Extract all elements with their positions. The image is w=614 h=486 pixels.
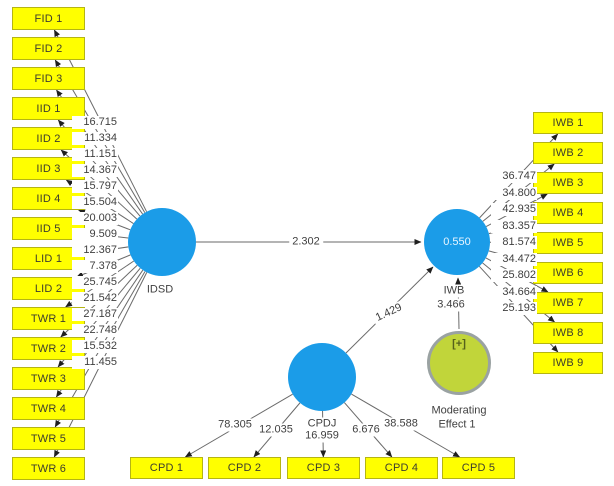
loading-value: 12.367 [72,244,118,257]
indicator-box[interactable]: CPD 4 [365,457,438,479]
indicator-box[interactable]: IWB 7 [533,292,603,314]
indicator-box[interactable]: IID 4 [12,187,85,210]
loading-value: 16.715 [72,116,118,129]
indicator-box[interactable]: TWR 1 [12,307,85,330]
indicator-box[interactable]: IID 2 [12,127,85,150]
loading-value: 27.187 [72,308,118,321]
loading-value: 14.367 [72,164,118,177]
indicator-box[interactable]: IWB 8 [533,322,603,344]
moderator-label-line1: Moderating [431,404,487,417]
indicator-box[interactable]: CPD 1 [130,457,203,479]
loading-value: 11.455 [72,356,118,369]
loading-value: 25.745 [72,276,118,289]
loading-value: 38.588 [383,417,419,431]
loading-value: 20.003 [72,212,118,225]
indicator-box[interactable]: IWB 1 [533,112,603,134]
loading-value: 25.802 [491,269,537,282]
loading-value: 42.935 [491,203,537,216]
construct-label-idsd: IDSD [144,283,176,297]
loading-value: 12.035 [258,423,294,437]
loading-value: 16.959 [304,429,340,443]
construct-label-cpdj: CPDJ [305,417,339,431]
loading-value: 22.748 [72,324,118,337]
loading-value: 15.504 [72,196,118,209]
loading-value: 15.532 [72,340,118,353]
moderator-circle[interactable]: [+] [427,331,491,395]
path-value-moderator-iwb: 3.466 [434,298,468,312]
indicator-box[interactable]: FID 3 [12,67,85,90]
r-squared-value: 0.550 [443,236,471,248]
construct-label-iwb: IWB [441,284,467,298]
indicator-box[interactable]: IWB 3 [533,172,603,194]
indicator-box[interactable]: TWR 3 [12,367,85,390]
loading-value: 15.797 [72,180,118,193]
construct-circle-cpdj[interactable] [288,343,356,411]
construct-circle-idsd[interactable] [128,208,196,276]
loading-value: 11.151 [72,148,118,161]
loading-value: 34.472 [491,252,537,266]
loading-value: 36.747 [491,170,537,183]
loading-value: 6.676 [351,423,381,437]
indicator-box[interactable]: IID 1 [12,97,85,120]
plus-symbol: [+] [452,338,466,350]
loading-value: 21.542 [72,292,118,305]
indicator-box[interactable]: IWB 4 [533,202,603,224]
indicator-box[interactable]: IWB 9 [533,352,603,374]
indicator-box[interactable]: LID 1 [12,247,85,270]
loading-value: 7.378 [72,260,118,273]
indicator-box[interactable]: FID 2 [12,37,85,60]
loading-value: 34.664 [491,285,537,299]
indicator-box[interactable]: IWB 6 [533,262,603,284]
loading-value: 9.509 [72,228,118,241]
loading-value: 83.357 [491,219,537,233]
indicator-box[interactable]: TWR 4 [12,397,85,420]
loading-value: 78.305 [217,418,253,432]
indicator-box[interactable]: FID 1 [12,7,85,30]
moderator-label-line2: Effect 1 [438,418,476,431]
indicator-box[interactable]: CPD 3 [287,457,360,479]
loading-value: 25.193 [491,302,537,315]
construct-circle-iwb[interactable]: 0.550 [424,209,490,275]
loading-value: 34.800 [491,186,537,200]
indicator-box[interactable]: IID 3 [12,157,85,180]
path-value-idsd-iwb: 2.302 [289,235,323,249]
indicator-box[interactable]: IWB 2 [533,142,603,164]
indicator-box[interactable]: TWR 6 [12,457,85,480]
loading-value: 81.574 [491,236,537,249]
indicator-box[interactable]: CPD 5 [442,457,515,479]
loading-value: 11.334 [72,132,118,145]
indicator-box[interactable]: IWB 5 [533,232,603,254]
indicator-box[interactable]: TWR 5 [12,427,85,450]
indicator-box[interactable]: CPD 2 [208,457,281,479]
indicator-box[interactable]: IID 5 [12,217,85,240]
